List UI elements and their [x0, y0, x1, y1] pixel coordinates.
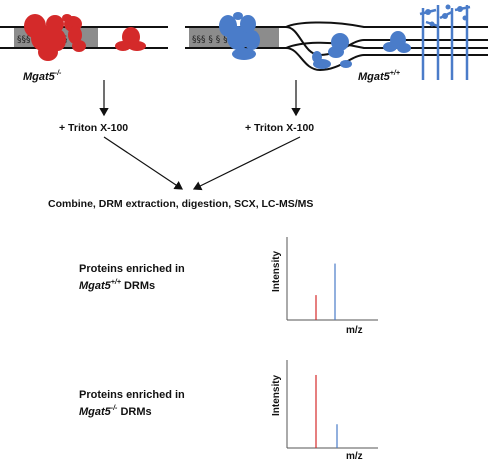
left-single-glycoprotein	[115, 27, 146, 51]
right-genotype-superscript: +/+	[389, 70, 400, 77]
arrow-left-converge	[103, 136, 183, 190]
triton-left-label: + Triton X-100	[59, 122, 129, 134]
right-curved-glycoproteins	[312, 31, 411, 69]
helix-glyphs-right: §§§ § § §§§§ §	[192, 35, 249, 45]
result1-line1: Proteins enriched in	[79, 263, 185, 275]
result1-line2: Mgat5+/+ DRMs	[79, 279, 155, 292]
spectrum1-ylabel: Intensity	[271, 250, 282, 292]
result1-suffix: DRMs	[120, 280, 156, 292]
right-glycoprotein-cluster	[219, 12, 260, 60]
result2-gene: Mgat5	[79, 406, 111, 418]
left-genotype-gene: Mgat5	[23, 71, 55, 83]
combine-step-label: Combine, DRM extraction, digestion, SCX,…	[48, 198, 314, 210]
arrow-right-converge	[192, 136, 301, 191]
left-genotype-label: Mgat5-/-	[23, 70, 61, 83]
spectrum1-xlabel: m/z	[346, 325, 363, 336]
spectrum-plot-1	[286, 237, 378, 321]
triton-right-label: + Triton X-100	[245, 122, 315, 134]
result2-superscript: -/-	[110, 405, 118, 412]
right-genotype-gene: Mgat5	[358, 71, 390, 83]
result2-suffix: DRMs	[117, 406, 152, 418]
spectrum-plot-2	[286, 360, 378, 449]
result1-gene: Mgat5	[79, 280, 111, 292]
result2-line2: Mgat5-/- DRMs	[79, 405, 152, 418]
spectrum2-ylabel: Intensity	[271, 374, 282, 416]
spectrum2-xlabel: m/z	[346, 451, 363, 462]
left-membrane: §§§ § § § § §	[0, 14, 168, 61]
right-membrane: §§§ § § §§§§ §	[185, 4, 488, 80]
left-genotype-superscript: -/-	[54, 70, 62, 77]
right-genotype-label: Mgat5+/+	[358, 70, 400, 83]
result2-line1: Proteins enriched in	[79, 389, 185, 401]
left-glycoprotein-cluster	[24, 14, 86, 61]
lattice-nodes	[425, 4, 468, 27]
result1-superscript: +/+	[110, 279, 121, 286]
